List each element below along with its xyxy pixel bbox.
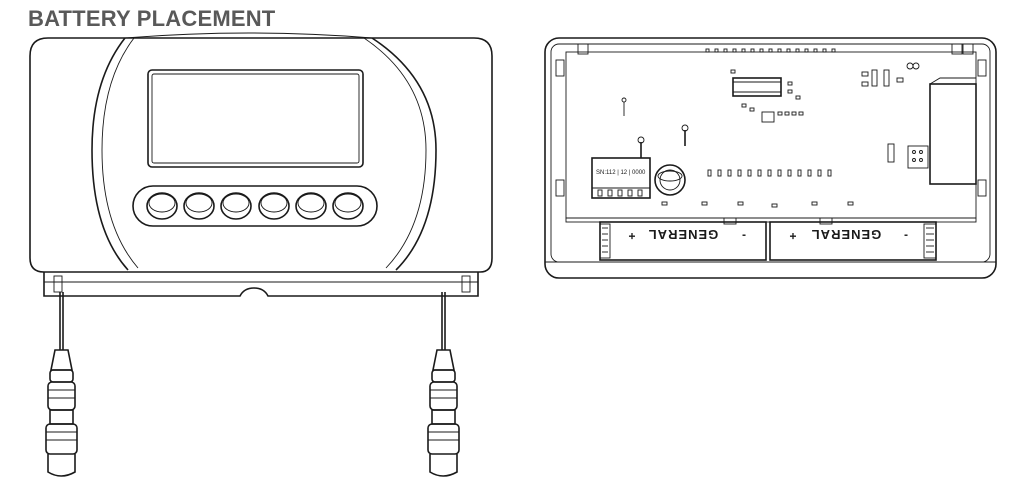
- cable-connector-icon: [427, 292, 460, 477]
- battery-left-minus: -: [742, 229, 746, 243]
- battery-right: + GENERAL -: [789, 227, 908, 243]
- cable-connector-icon: [45, 292, 78, 477]
- page-title: BATTERY PLACEMENT: [28, 6, 276, 31]
- battery-left-label: GENERAL: [648, 227, 719, 242]
- controller-front-icon: [29, 32, 493, 297]
- battery-right-minus: -: [904, 229, 908, 243]
- pcb-component-row: [707, 169, 832, 177]
- terminal-label: SN:112 | 12 | 0000: [596, 170, 646, 176]
- button-row: [146, 192, 364, 220]
- controller-open-back-icon: SN:112 | 12 | 0000: [544, 37, 997, 279]
- battery-right-label: GENERAL: [811, 227, 882, 242]
- battery-left: + GENERAL -: [628, 227, 746, 243]
- battery-left-plus: +: [628, 229, 635, 243]
- battery-right-plus: +: [789, 229, 796, 243]
- pcb-pin-row-top: [705, 48, 836, 53]
